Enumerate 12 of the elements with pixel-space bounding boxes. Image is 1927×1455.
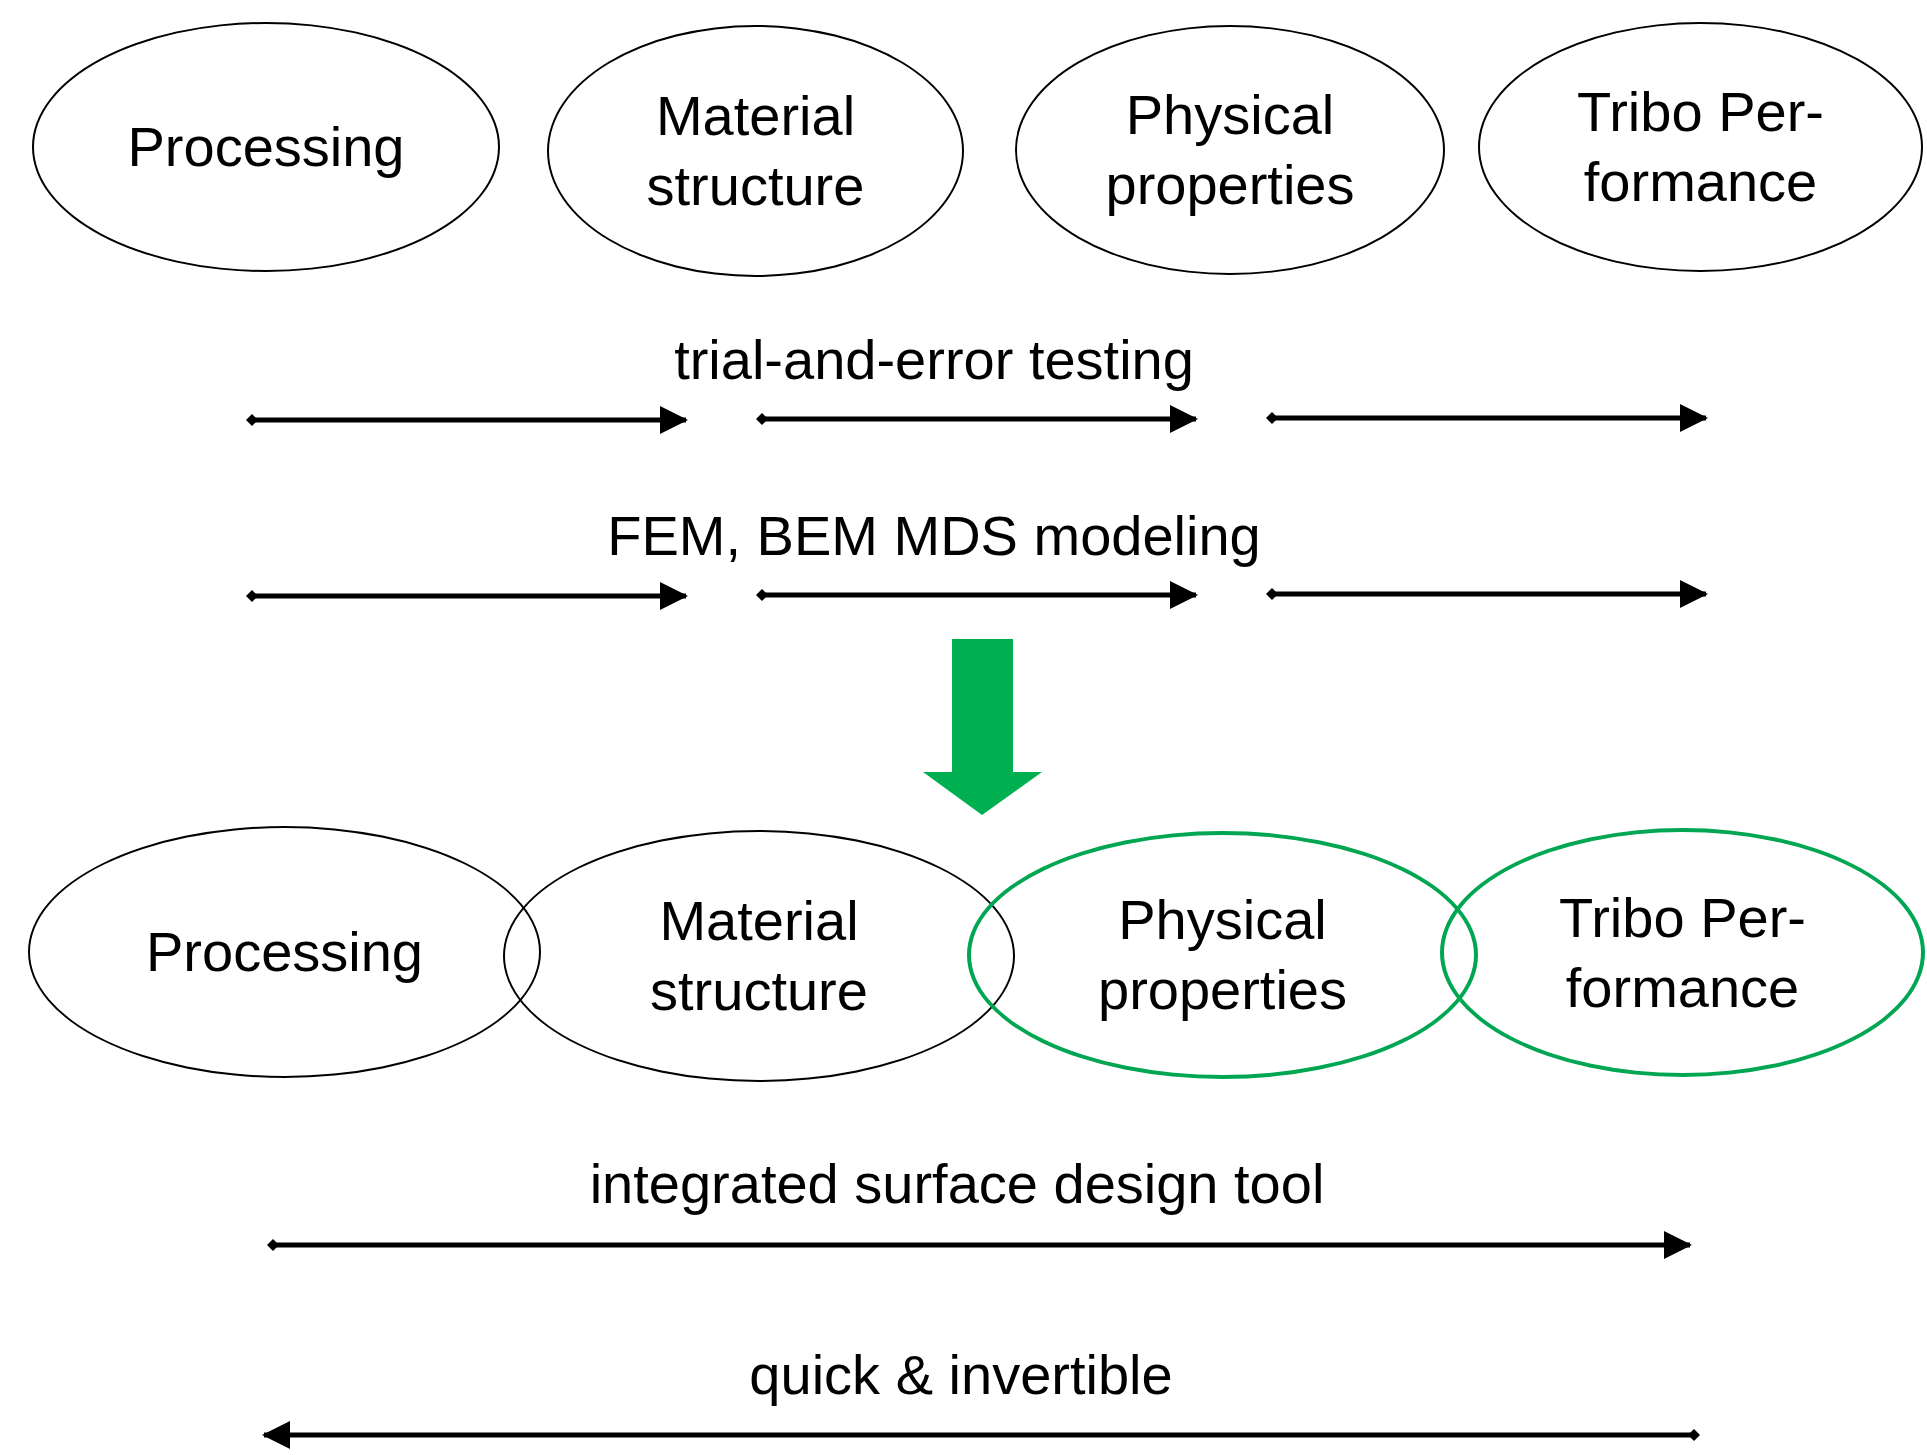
ellipse-node: Physical properties [967,831,1478,1079]
ellipse-node: Physical properties [1015,25,1445,275]
span-label: trial-and-error testing [674,326,1194,392]
ellipse-node: Processing [28,826,541,1078]
ellipse-node: Tribo Per- formance [1440,828,1925,1077]
ellipse-node: Material structure [547,25,964,277]
span-label: quick & invertible [749,1341,1173,1407]
ellipse-node: Tribo Per- formance [1478,22,1923,272]
span-label: FEM, BEM MDS modeling [607,502,1261,568]
ellipse-node: Material structure [503,830,1015,1082]
ellipse-node: Processing [32,22,500,272]
span-label: integrated surface design tool [589,1150,1325,1216]
